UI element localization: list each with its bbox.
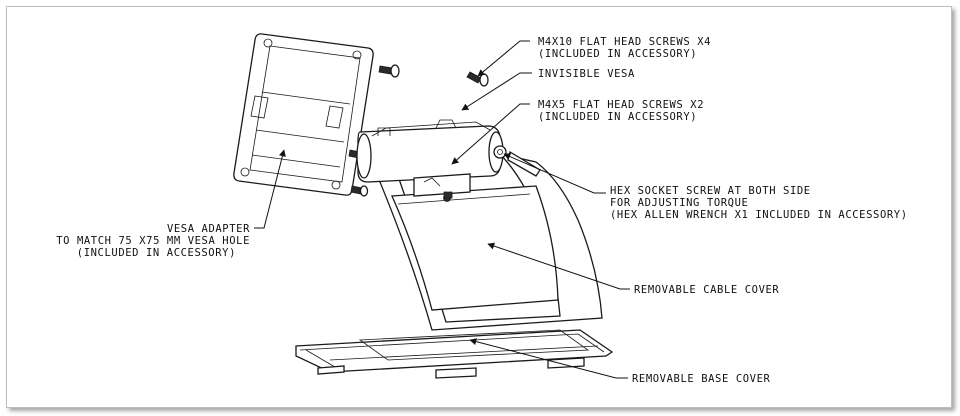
callout-cable-cover: REMOVABLE CABLE COVER [634,284,779,296]
vesa-adapter-plate [233,33,374,196]
callout-hex-socket: HEX SOCKET SCREW AT BOTH SIDE FOR ADJUST… [610,185,908,221]
callout-text: (INCLUDED IN ACCESSORY) [77,247,236,259]
callout-text: HEX SOCKET SCREW AT BOTH SIDE [610,185,811,197]
callout-invisible-vesa: INVISIBLE VESA [538,68,635,80]
screw-4 [350,185,369,197]
callout-text: (HEX ALLEN WRENCH X1 INCLUDED IN ACCESSO… [610,209,908,221]
screw-1 [378,64,400,78]
callout-text: TO MATCH 75 X75 MM VESA HOLE [56,235,250,247]
callout-text: M4X10 FLAT HEAD SCREWS X4 [538,36,711,48]
callout-vesa-adapter: VESA ADAPTER TO MATCH 75 X75 MM VESA HOL… [56,223,250,259]
callout-text: M4X5 FLAT HEAD SCREWS X2 [538,99,704,111]
callout-text: REMOVABLE CABLE COVER [634,284,779,296]
callout-screws-m4x5: M4X5 FLAT HEAD SCREWS X2 (INCLUDED IN AC… [538,99,704,123]
callout-text: FOR ADJUSTING TORQUE [610,197,748,209]
callout-base-cover: REMOVABLE BASE COVER [632,373,771,385]
callout-text: VESA ADAPTER [167,223,250,235]
callout-screws-m4x10: M4X10 FLAT HEAD SCREWS X4 (INCLUDED IN A… [538,36,711,60]
callout-text: (INCLUDED IN ACCESSORY) [538,111,697,123]
callout-text: INVISIBLE VESA [538,68,635,80]
leader-lines [254,40,630,379]
callout-text: REMOVABLE BASE COVER [632,373,771,385]
screw-2 [466,71,489,87]
stand-body [295,119,614,379]
callout-text: (INCLUDED IN ACCESSORY) [538,48,697,60]
